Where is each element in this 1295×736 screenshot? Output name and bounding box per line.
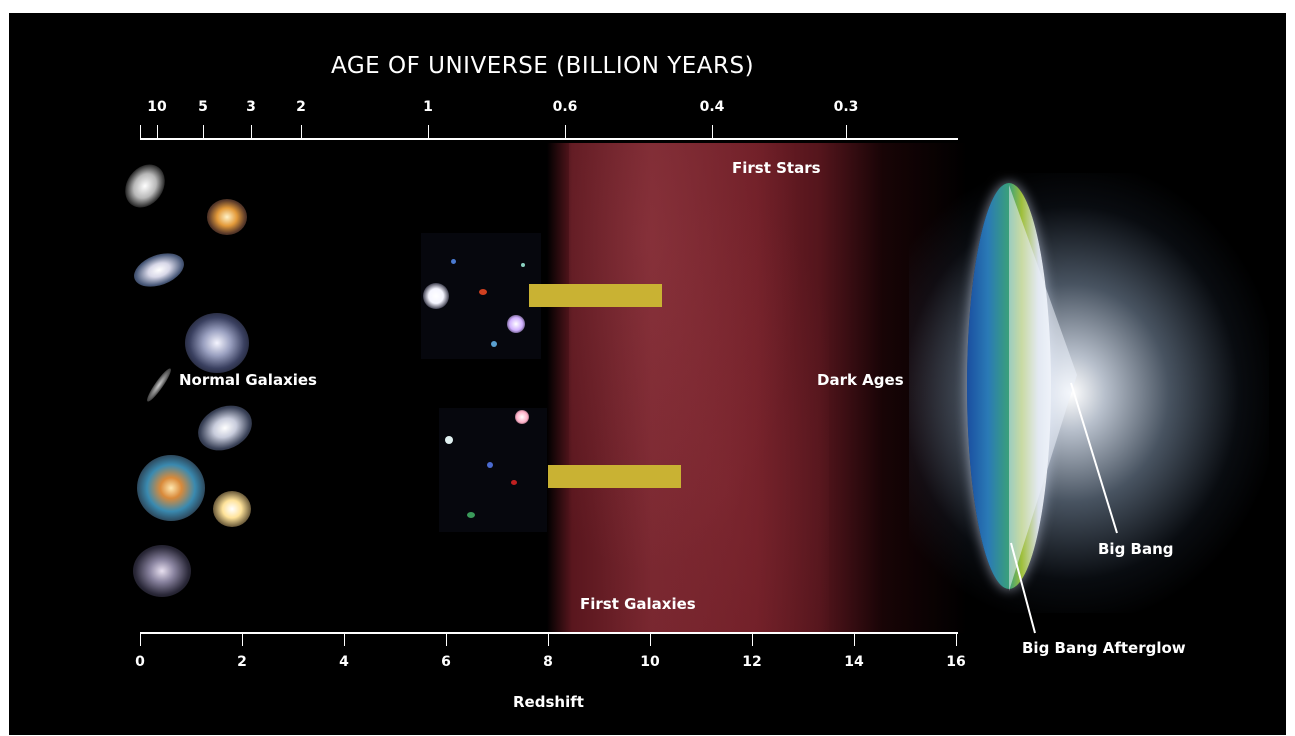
- afterglow-cone: [1009, 185, 1077, 591]
- faint-spiral-galaxy: [133, 545, 191, 597]
- age-tick-label: 0.6: [552, 99, 578, 115]
- age-tick-mark: [203, 125, 204, 138]
- redshift-axis-label: Redshift: [513, 693, 584, 711]
- age-tick-label: 10: [147, 99, 167, 115]
- redshift-tick-label: 14: [844, 654, 864, 670]
- first-galaxies-label: First Galaxies: [580, 595, 696, 613]
- redshift-tick-label: 0: [135, 654, 145, 670]
- redshift-bar-2: [548, 465, 681, 488]
- age-axis-line: [140, 138, 958, 140]
- age-tick-mark: [157, 125, 158, 138]
- afterglow-leader: [1010, 542, 1036, 634]
- age-tick-mark: [301, 125, 302, 138]
- redshift-tick-label: 4: [339, 654, 349, 670]
- callout-leaders: [1010, 382, 1118, 634]
- age-tick-mark: [251, 125, 252, 138]
- dark-ages-band: [547, 143, 967, 633]
- redshift-tick-mark: [956, 634, 957, 646]
- deep-field-image-1: [421, 233, 541, 359]
- age-tick-label: 2: [296, 99, 306, 115]
- age-tick-label: 0.3: [833, 99, 859, 115]
- age-axis-title: AGE OF UNIVERSE (BILLION YEARS): [331, 53, 755, 79]
- age-tick-mark: [712, 125, 713, 138]
- redshift-tick-mark: [344, 634, 345, 646]
- redshift-tick-mark: [650, 634, 651, 646]
- age-tick-label: 1: [423, 99, 433, 115]
- normal-galaxies-label: Normal Galaxies: [179, 371, 317, 389]
- age-tick-label: 0.4: [699, 99, 725, 115]
- first-stars-label: First Stars: [732, 159, 821, 177]
- redshift-tick-label: 10: [640, 654, 660, 670]
- spiral-galaxy-faceon: [185, 313, 249, 373]
- age-tick-mark: [565, 125, 566, 138]
- redshift-tick-label: 8: [543, 654, 553, 670]
- age-axis-end-tick: [140, 125, 141, 138]
- dark-ages-band-texture: [569, 143, 829, 633]
- big-bang-label: Big Bang: [1098, 540, 1174, 558]
- spiral-galaxy-multicolor: [137, 455, 205, 521]
- redshift-tick-label: 2: [237, 654, 247, 670]
- redshift-tick-label: 16: [946, 654, 966, 670]
- dark-ages-label: Dark Ages: [817, 371, 904, 389]
- redshift-tick-mark: [752, 634, 753, 646]
- age-tick-label: 5: [198, 99, 208, 115]
- redshift-tick-mark: [446, 634, 447, 646]
- age-tick-mark: [846, 125, 847, 138]
- redshift-tick-label: 6: [441, 654, 451, 670]
- redshift-axis-line: [140, 632, 958, 634]
- redshift-bar-1: [529, 284, 662, 307]
- redshift-tick-mark: [242, 634, 243, 646]
- big-bang-leader: [1070, 382, 1118, 534]
- redshift-tick-mark: [854, 634, 855, 646]
- big-bang-afterglow-label: Big Bang Afterglow: [1022, 639, 1186, 657]
- deep-field-image-2: [439, 408, 547, 532]
- redshift-tick-mark: [548, 634, 549, 646]
- age-tick-label: 3: [246, 99, 256, 115]
- redshift-tick-mark: [140, 634, 141, 646]
- spiral-galaxy-orange: [207, 199, 247, 235]
- elliptical-galaxy-yellow: [213, 491, 251, 527]
- diagram-panel: AGE OF UNIVERSE (BILLION YEARS) Redshift…: [9, 13, 1286, 735]
- redshift-tick-label: 12: [742, 654, 762, 670]
- age-tick-mark: [428, 125, 429, 138]
